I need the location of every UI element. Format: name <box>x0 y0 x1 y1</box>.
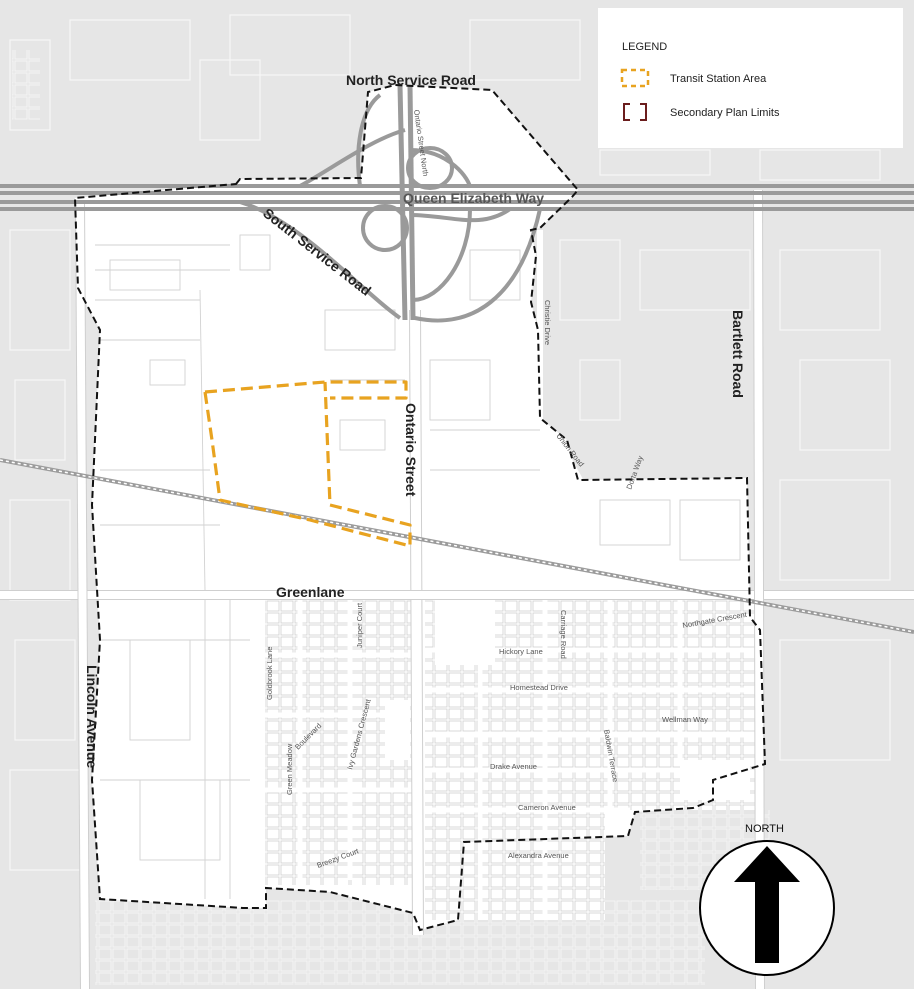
label-carriage-road: Carriage Road <box>559 610 568 659</box>
outside-blocks <box>9 14 891 871</box>
label-ontario-street: Ontario Street <box>403 403 419 497</box>
outside-lots-northwest <box>12 50 40 120</box>
label-green-meadow: Green Meadow <box>285 743 294 795</box>
legend-swatch-transit-station-area <box>620 68 650 88</box>
label-goldbrook-lane: Goldbrook Lane <box>265 647 274 700</box>
parcel-lines <box>95 234 741 899</box>
label-drake-avenue: Drake Avenue <box>490 762 537 771</box>
local-streets <box>265 590 755 920</box>
north-label: NORTH <box>745 823 784 835</box>
label-bartlett-road: Bartlett Road <box>730 310 746 398</box>
legend-label-secondary-plan-limits: Secondary Plan Limits <box>670 107 780 119</box>
legend-label-transit-station-area: Transit Station Area <box>670 73 767 85</box>
label-queen-elizabeth-way: Queen Elizabeth Way <box>403 190 544 206</box>
label-north-service-road: North Service Road <box>346 72 476 88</box>
label-lincoln-avenue: Lincoln Avenue <box>84 665 100 768</box>
legend-swatch-secondary-plan-limits <box>623 103 647 121</box>
legend: LEGEND Transit Station Area Secondary Pl… <box>598 8 903 148</box>
label-wellman-way: Wellman Way <box>662 715 708 724</box>
north-arrow-icon <box>734 846 800 963</box>
legend-title: LEGEND <box>622 41 667 53</box>
secondary-plan-limits-boundary <box>73 83 767 932</box>
north-arrow: NORTH <box>699 823 835 976</box>
label-greenlane: Greenlane <box>276 584 345 600</box>
legend-box <box>598 8 903 148</box>
label-juniper-court: Juniper Court <box>355 602 364 648</box>
label-homestead-drive: Homestead Drive <box>510 683 568 692</box>
label-hickory-lane: Hickory Lane <box>499 647 543 656</box>
label-christie-drive: Christie Drive <box>543 300 552 345</box>
open-blocks <box>385 595 750 800</box>
outside-lots-south <box>95 900 705 985</box>
transit-station-area-boundary <box>203 380 412 548</box>
railway <box>0 458 914 634</box>
highway-qew <box>0 84 914 323</box>
label-cameron-avenue: Cameron Avenue <box>518 803 576 812</box>
label-alexandra-avenue: Alexandra Avenue <box>508 851 569 860</box>
